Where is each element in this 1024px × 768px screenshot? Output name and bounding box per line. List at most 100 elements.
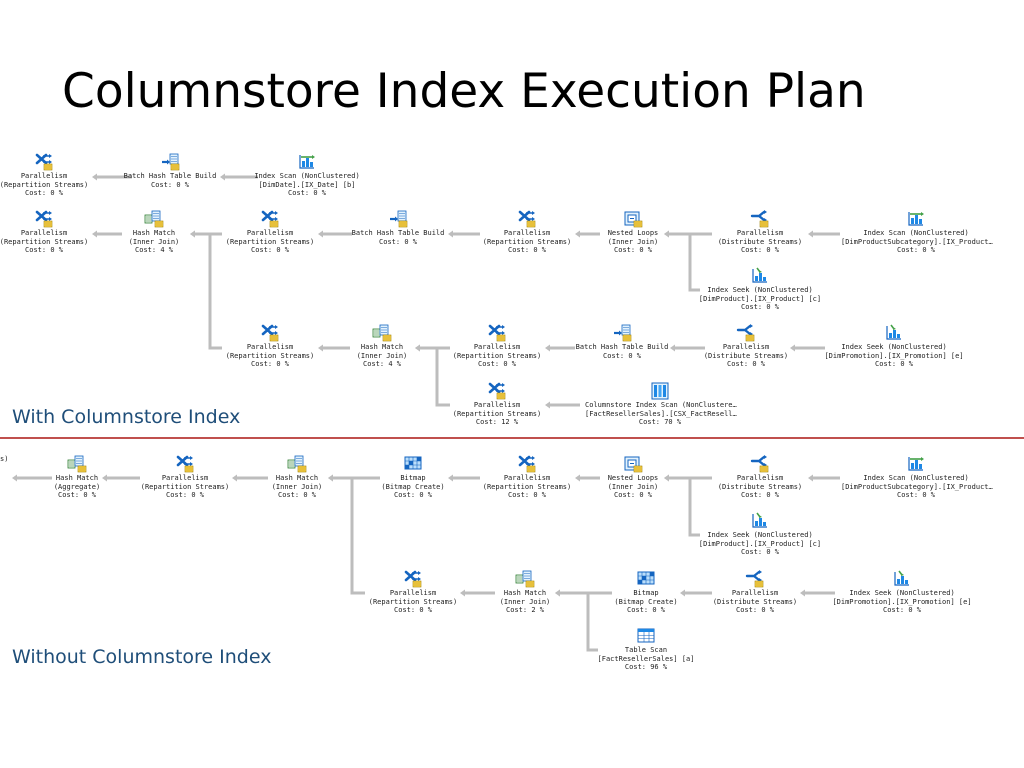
- operator-label: Parallelism: [20, 172, 68, 180]
- table-scan-icon: [636, 627, 656, 645]
- without-plan-operator-node[interactable]: Bitmap(Bitmap Create)Cost: 0 %: [338, 455, 488, 500]
- operator-label: Hash Match: [360, 343, 404, 351]
- operator-cost: Cost: 12 %: [475, 418, 519, 427]
- without-plan-operator-node[interactable]: Hash Match(Inner Join)Cost: 0 %: [222, 455, 372, 500]
- with-plan-operator-node[interactable]: Parallelism(Repartition Streams)Cost: 0 …: [195, 324, 345, 369]
- operator-label: Bitmap: [633, 589, 659, 597]
- operator-cost: Cost: 0 %: [897, 491, 935, 500]
- hash-match-icon: [372, 324, 392, 342]
- without-plan-operator-node[interactable]: Parallelism(Repartition Streams)Cost: 0 …: [110, 455, 260, 500]
- operator-label: (Inner Join): [499, 597, 551, 606]
- with-plan-operator-node[interactable]: Parallelism(Repartition Streams)Cost: 0 …: [195, 210, 345, 255]
- without-plan-branch-connector: [333, 476, 365, 595]
- operator-cost: Cost: 0 %: [897, 246, 935, 255]
- without-plan-operator-node[interactable]: Parallelism(Repartition Streams)Cost: 0 …: [452, 455, 602, 500]
- with-plan-connector-arrow: [318, 344, 323, 352]
- operator-label: [DimProductSubcategory].[IX_Product…: [841, 482, 993, 491]
- operator-cost: Cost: 0 %: [251, 246, 289, 255]
- without-plan-operator-node[interactable]: Hash Match(Aggregate)Cost: 0 %: [2, 455, 152, 500]
- hash-match-icon: [287, 455, 307, 473]
- without-plan-connector-arrow: [102, 474, 107, 482]
- with-plan-branch-connector: [420, 346, 450, 407]
- operator-cost: Cost: 0 %: [741, 491, 779, 500]
- with-plan-operator-node[interactable]: Parallelism(Repartition Streams)Cost: 12…: [422, 382, 572, 427]
- with-plan-operator-node[interactable]: Index Scan (NonClustered)[DimDate].[IX_D…: [232, 153, 382, 198]
- operator-label: Batch Hash Table Build: [123, 172, 217, 180]
- operator-label: (Inner Join): [271, 482, 323, 491]
- parallelism-distribute-icon: [750, 455, 770, 473]
- hash-match-icon: [67, 455, 87, 473]
- without-plan-operator-node[interactable]: Index Scan (NonClustered)[DimProductSubc…: [841, 455, 993, 500]
- with-plan-operator-node[interactable]: Hash Match(Inner Join)Cost: 4 %: [307, 324, 457, 369]
- without-plan-operator-node[interactable]: Parallelism(Repartition Streams)Cost: 0 …: [338, 570, 488, 615]
- without-plan-operator-node[interactable]: Bitmap(Bitmap Create)Cost: 0 %: [571, 570, 721, 615]
- operator-label: (Aggregate): [53, 482, 101, 491]
- operator-label: (Repartition Streams): [452, 409, 542, 418]
- parallelism-icon: [175, 455, 195, 473]
- with-plan-operator-node[interactable]: Parallelism(Repartition Streams)Cost: 0 …: [422, 324, 572, 369]
- with-plan-connector-arrow: [808, 230, 813, 238]
- operator-label: Nested Loops: [607, 474, 659, 482]
- without-plan-operator-node[interactable]: Nested Loops(Inner Join)Cost: 0 %: [558, 455, 708, 500]
- operator-label: Index Scan (NonClustered): [863, 474, 969, 482]
- operator-label: Parallelism: [503, 229, 551, 237]
- operator-label: (Repartition Streams): [225, 237, 315, 246]
- with-plan-operator-node[interactable]: Parallelism(Repartition Streams)Cost: 0 …: [452, 210, 602, 255]
- operator-cost: Cost: 0 %: [883, 606, 921, 615]
- without-columnstore-label: Without Columnstore Index: [12, 646, 272, 668]
- with-plan-operator-node[interactable]: Parallelism(Distribute Streams)Cost: 0 %: [671, 324, 821, 369]
- operator-label: (Repartition Streams): [368, 597, 458, 606]
- without-plan-operator-node[interactable]: ams): [0, 455, 75, 464]
- without-plan-connector-arrow: [664, 474, 669, 482]
- operator-label: [DimPromotion].[IX_Promotion] [e]: [832, 597, 972, 606]
- with-plan-connector-arrow: [664, 230, 669, 238]
- operator-cost: Cost: 0 %: [151, 180, 189, 189]
- operator-label: [DimProductSubcategory].[IX_Product…: [841, 237, 993, 246]
- operator-label: Index Scan (NonClustered): [254, 172, 360, 180]
- operator-cost: Cost: 96 %: [624, 663, 668, 672]
- without-plan-operator-node[interactable]: Index Seek (NonClustered)[DimPromotion].…: [827, 570, 977, 615]
- with-plan-operator-node[interactable]: Nested Loops(Inner Join)Cost: 0 %: [558, 210, 708, 255]
- operator-cost: Cost: 0 %: [603, 351, 641, 360]
- with-plan-operator-node[interactable]: Index Seek (NonClustered)[DimProduct].[I…: [685, 267, 835, 312]
- operator-label: Parallelism: [473, 401, 521, 409]
- operator-cost: Cost: 0 %: [741, 246, 779, 255]
- without-plan-connector-arrow: [328, 474, 333, 482]
- with-plan-operator-node[interactable]: Parallelism(Distribute Streams)Cost: 0 %: [685, 210, 835, 255]
- operator-label: (Distribute Streams): [703, 351, 789, 360]
- without-plan-operator-node[interactable]: Parallelism(Distribute Streams)Cost: 0 %: [680, 570, 830, 615]
- with-plan-operator-node[interactable]: Columnstore Index Scan (NonClustere…[Fac…: [585, 382, 737, 427]
- without-plan-operator-node[interactable]: Parallelism(Distribute Streams)Cost: 0 %: [685, 455, 835, 500]
- operator-cost: Cost: 0 %: [741, 303, 779, 312]
- operator-cost: Cost: 0 %: [508, 491, 546, 500]
- operator-label: Bitmap: [400, 474, 426, 482]
- operator-cost: Cost: 0 %: [394, 491, 432, 500]
- section-divider: [0, 437, 1024, 439]
- operator-label: Parallelism: [246, 343, 294, 351]
- with-plan-operator-node[interactable]: Index Seek (NonClustered)[DimPromotion].…: [819, 324, 969, 369]
- operator-label: Hash Match: [275, 474, 319, 482]
- operator-label: Index Seek (NonClustered): [707, 531, 813, 539]
- operator-cost: Cost: 0 %: [508, 246, 546, 255]
- without-plan-operator-node[interactable]: Hash Match(Inner Join)Cost: 2 %: [450, 570, 600, 615]
- with-plan-operator-node[interactable]: Index Scan (NonClustered)[DimProductSubc…: [841, 210, 993, 255]
- batch-hash-table-build-icon: [388, 210, 408, 228]
- without-plan-connector-arrow: [232, 474, 237, 482]
- with-plan-operator-node[interactable]: Hash Match(Inner Join)Cost: 4 %: [79, 210, 229, 255]
- without-plan-operator-node[interactable]: Index Seek (NonClustered)[DimProduct].[I…: [685, 512, 835, 557]
- operator-cost: Cost: 0 %: [166, 491, 204, 500]
- with-plan-operator-node[interactable]: Parallelism(Repartition Streams)Cost: 0 …: [0, 153, 119, 198]
- without-plan-operator-node[interactable]: Table Scan[FactResellerSales] [a]Cost: 9…: [571, 627, 721, 672]
- operator-label: Parallelism: [389, 589, 437, 597]
- with-plan-operator-node[interactable]: Parallelism(Repartition Streams)Cost: 0 …: [0, 210, 119, 255]
- with-columnstore-label: With Columnstore Index: [12, 406, 241, 428]
- without-plan-connector-arrow: [448, 474, 453, 482]
- operator-label: (Inner Join): [128, 237, 180, 246]
- index-seek-icon: [750, 267, 770, 285]
- operator-cost: Cost: 2 %: [506, 606, 544, 615]
- operator-label: Nested Loops: [607, 229, 659, 237]
